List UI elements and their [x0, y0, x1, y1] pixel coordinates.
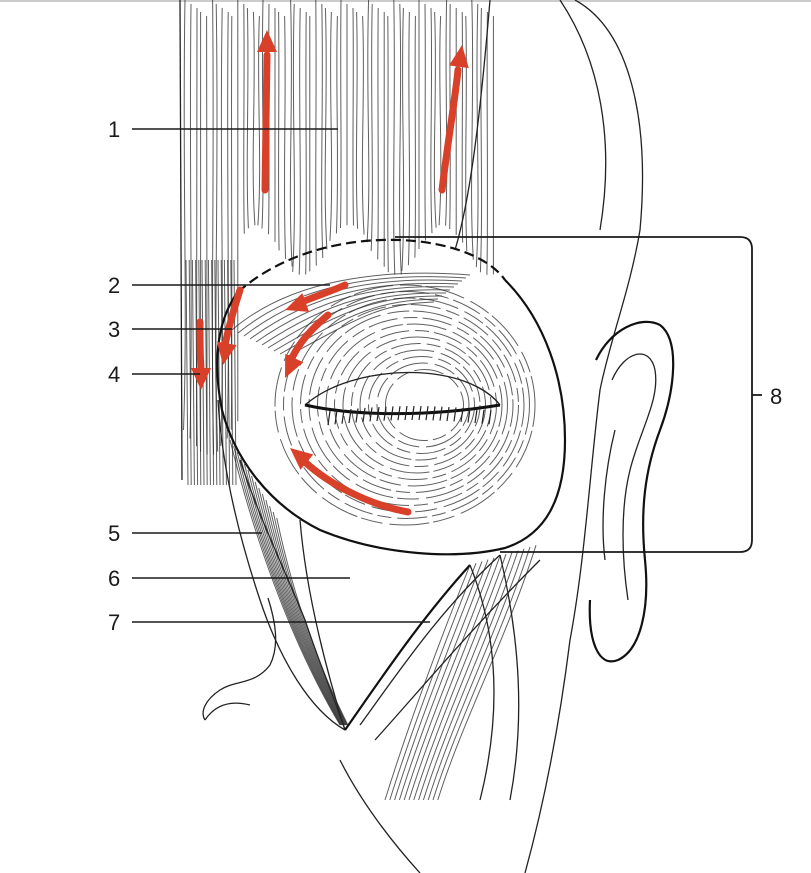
- arrow-up-left: [257, 30, 277, 194]
- label-4: 4: [108, 362, 120, 387]
- arrow-up-right: [438, 45, 469, 194]
- arrow-orbicularis-lower: [290, 448, 412, 516]
- label-7: 7: [108, 610, 120, 635]
- closed-eyelid: [304, 371, 501, 426]
- labels: 1 2 3 4 5 6 7 8: [108, 117, 782, 635]
- label-6: 6: [108, 566, 120, 591]
- label-2: 2: [108, 273, 120, 298]
- frontalis-muscle: [179, 0, 494, 486]
- ear: [588, 320, 675, 663]
- label-5: 5: [108, 521, 120, 546]
- label-3: 3: [108, 317, 120, 342]
- arrow-corrugator: [285, 281, 349, 312]
- muscle-action-arrows: [191, 30, 469, 516]
- arrow-orbicularis-upper: [285, 311, 332, 378]
- leader-lines: [132, 128, 430, 623]
- arrow-procerus-right: [216, 286, 244, 365]
- head-outline: [524, 0, 644, 873]
- lower-face-muscles: [202, 399, 541, 873]
- bracket-8: [395, 236, 762, 553]
- arrow-procerus-left: [191, 318, 211, 390]
- label-1: 1: [108, 117, 120, 142]
- label-8: 8: [770, 384, 782, 409]
